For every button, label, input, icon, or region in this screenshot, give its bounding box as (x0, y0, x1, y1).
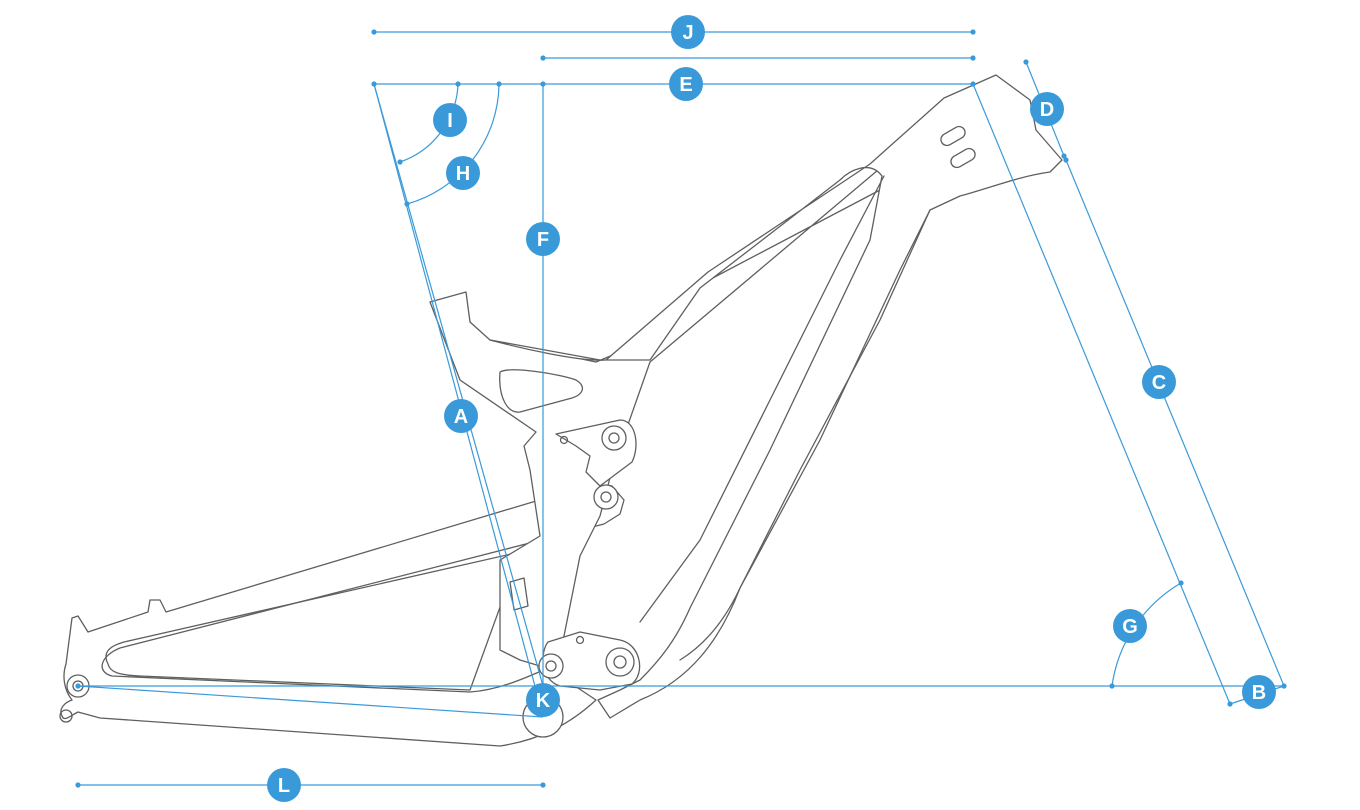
badge-label-a: A (454, 406, 468, 428)
badge-l[interactable]: L (267, 768, 301, 802)
down-tube-inner-edge (639, 175, 885, 623)
badge-c[interactable]: C (1142, 365, 1176, 399)
dimension-end-dot (1023, 59, 1029, 65)
badge-h[interactable]: H (446, 156, 480, 190)
dimension-end-dot (540, 55, 546, 61)
badge-f[interactable]: F (526, 222, 560, 256)
dimension-end-dot (1178, 580, 1184, 586)
badge-b[interactable]: B (1242, 675, 1276, 709)
dimension-lines (75, 29, 1287, 788)
pivot-rocker-small (559, 435, 569, 445)
down-tube-edge (679, 209, 931, 661)
main-frame-outline (489, 74, 1063, 719)
badge-label-g: G (1122, 616, 1138, 638)
badge-k[interactable]: K (526, 683, 560, 717)
badge-d[interactable]: D (1030, 92, 1064, 126)
dimension-line-a (373, 83, 544, 687)
badge-e[interactable]: E (669, 67, 703, 101)
pivot-lower-right (605, 647, 635, 677)
cable-port-upper (940, 125, 966, 147)
dimension-line-c (1065, 159, 1285, 687)
badge-g[interactable]: G (1113, 609, 1147, 643)
bike-frame-drawing (59, 74, 1063, 747)
pivot-link-small (575, 635, 585, 645)
badge-label-c: C (1152, 372, 1166, 394)
badge-label-b: B (1252, 682, 1266, 704)
dimension-end-dot (404, 201, 410, 207)
dimension-end-dot (371, 29, 377, 35)
derailleur-hanger (59, 709, 73, 723)
badge-label-h: H (456, 163, 470, 185)
dimension-end-dot (1061, 153, 1067, 159)
pivot-seatstay-inner (600, 491, 612, 503)
badge-label-i: I (447, 110, 453, 132)
measurement-badges: J E I H D F C A (267, 15, 1276, 802)
head-tube-axis (972, 83, 1231, 705)
swingarm-outline (60, 482, 625, 747)
cable-port-lower (950, 147, 976, 169)
dimension-end-dot (970, 29, 976, 35)
dimension-end-dot (1063, 157, 1069, 163)
dimension-end-dot (397, 159, 403, 165)
badge-label-l: L (278, 775, 290, 797)
pivot-lower-left-inner (545, 660, 557, 672)
swingarm-window (105, 551, 521, 691)
shock-mount (509, 577, 529, 611)
pivot-upper-rocker-inner (608, 432, 620, 444)
badge-label-d: D (1040, 99, 1054, 121)
pivot-upper-rocker (601, 425, 627, 451)
dimension-end-dot (970, 55, 976, 61)
pivot-lower-right-inner (613, 655, 627, 669)
badge-label-k: K (536, 690, 551, 712)
badge-label-f: F (537, 229, 549, 251)
badge-i[interactable]: I (433, 103, 467, 137)
dimension-line-k (77, 685, 544, 718)
badge-j[interactable]: J (671, 15, 705, 49)
badge-a[interactable]: A (444, 399, 478, 433)
upper-cutout (499, 369, 583, 413)
badge-label-j: J (682, 22, 693, 44)
dimension-end-dot (540, 782, 546, 788)
badge-label-e: E (679, 74, 692, 96)
dimension-end-dot (75, 782, 81, 788)
dimension-line-a-effective (373, 83, 537, 691)
pivot-lower-left (538, 653, 564, 679)
pivot-seatstay (593, 484, 619, 510)
